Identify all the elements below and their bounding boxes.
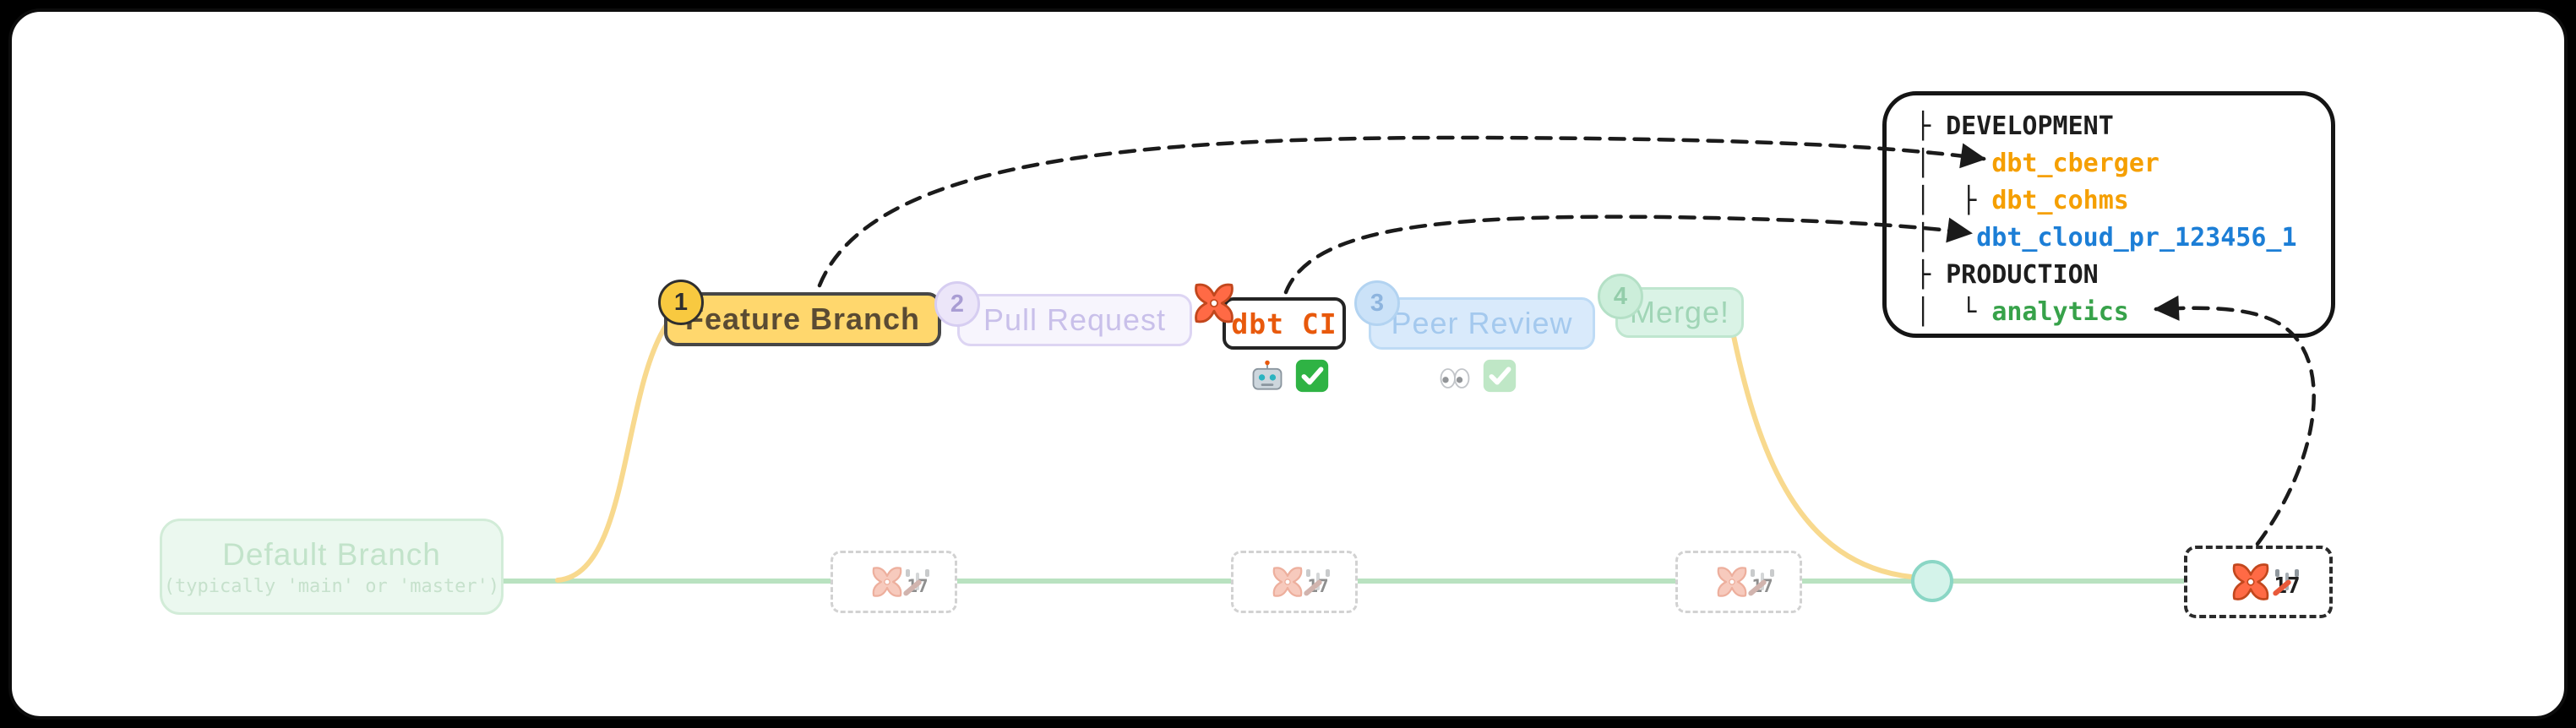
default-branch-node: Default Branch (typically 'main' or 'mas…: [160, 519, 504, 615]
step-dbt-ci-label: dbt CI: [1231, 307, 1337, 340]
step-dbt-ci: dbt CI: [1223, 297, 1346, 350]
step-badge-1-number: 1: [673, 288, 689, 316]
ci-run-placeholder: 17: [831, 551, 957, 613]
tree-branch-glyph: ├: [1915, 259, 1947, 290]
step-badge-2: 2: [934, 281, 980, 327]
calendar-icon-faded: 17: [906, 569, 929, 596]
tree-row-development: ├ DEVELOPMENT: [1915, 107, 2331, 144]
step-badge-1: 1: [658, 280, 704, 325]
tree-row-analytics: │ └ analytics: [1915, 293, 2331, 330]
dbt-logo-icon-faded: [1717, 567, 1747, 597]
tree-label: dbt_cberger: [1991, 148, 2159, 178]
tree-row-dbt-cloud-pr: │ dbt_cloud_pr_123456_1: [1915, 219, 2331, 256]
step-badge-4: 4: [1598, 274, 1643, 319]
step-badge-3: 3: [1354, 280, 1400, 326]
tree-row-dbt-cohms: │ ├ dbt_cohms: [1915, 182, 2331, 219]
tree-branch-glyph: │ ├: [1915, 185, 1992, 215]
step-pull-request-label: Pull Request: [983, 302, 1167, 337]
step-peer-review: Peer Review: [1369, 297, 1595, 350]
tree-row-dbt-cberger: │ dbt_cberger: [1915, 144, 2331, 182]
step-badge-4-number: 4: [1613, 282, 1628, 310]
tree-label: dbt_cloud_pr_123456_1: [1976, 222, 2297, 253]
calendar-icon: 17: [2274, 569, 2301, 599]
robot-icon: [1252, 360, 1283, 390]
tree-label: analytics: [1991, 296, 2129, 327]
check-icon-faded: [1483, 359, 1517, 393]
step-peer-review-label: Peer Review: [1391, 306, 1573, 340]
step-feature-branch-label: Feature Branch: [684, 302, 921, 336]
dbt-logo-icon: [1195, 283, 1234, 323]
ci-run-placeholder: 17: [1231, 551, 1358, 613]
default-branch-title: Default Branch: [222, 536, 441, 572]
default-branch-subtitle: (typically 'main' or 'master'): [163, 575, 500, 597]
scheduled-production-run-box: 17: [2184, 546, 2333, 618]
tree-row-production: ├ PRODUCTION: [1915, 256, 2331, 293]
tree-branch-glyph: ├: [1915, 111, 1947, 141]
tree-label: PRODUCTION: [1946, 259, 2099, 290]
dbt-logo-icon-faded: [1272, 567, 1303, 597]
tree-branch-glyph: │: [1915, 148, 1992, 178]
step-merge-label: Merge!: [1629, 295, 1730, 329]
step-badge-3-number: 3: [1370, 289, 1385, 317]
ci-run-placeholder: 17: [1675, 551, 1802, 613]
tree-label: DEVELOPMENT: [1946, 111, 2114, 141]
dbt-logo-icon-faded: [872, 567, 902, 597]
calendar-icon-faded: 17: [1306, 569, 1330, 596]
eyes-icon: [1440, 368, 1470, 388]
step-badge-2-number: 2: [950, 290, 965, 318]
check-icon: [1295, 359, 1329, 393]
tree-branch-glyph: │ └: [1915, 296, 1992, 327]
tree-branch-glyph: │: [1915, 222, 1977, 253]
merge-commit-dot: [1911, 560, 1953, 602]
step-merge: Merge!: [1615, 287, 1744, 338]
tree-label: dbt_cohms: [1991, 185, 2129, 215]
dbt-logo-icon: [2232, 563, 2269, 600]
environments-panel: ├ DEVELOPMENT │ dbt_cberger │ ├ dbt_cohm…: [1882, 91, 2335, 338]
step-feature-branch: Feature Branch: [664, 292, 941, 346]
step-pull-request: Pull Request: [957, 294, 1192, 346]
calendar-icon-faded: 17: [1751, 569, 1774, 596]
